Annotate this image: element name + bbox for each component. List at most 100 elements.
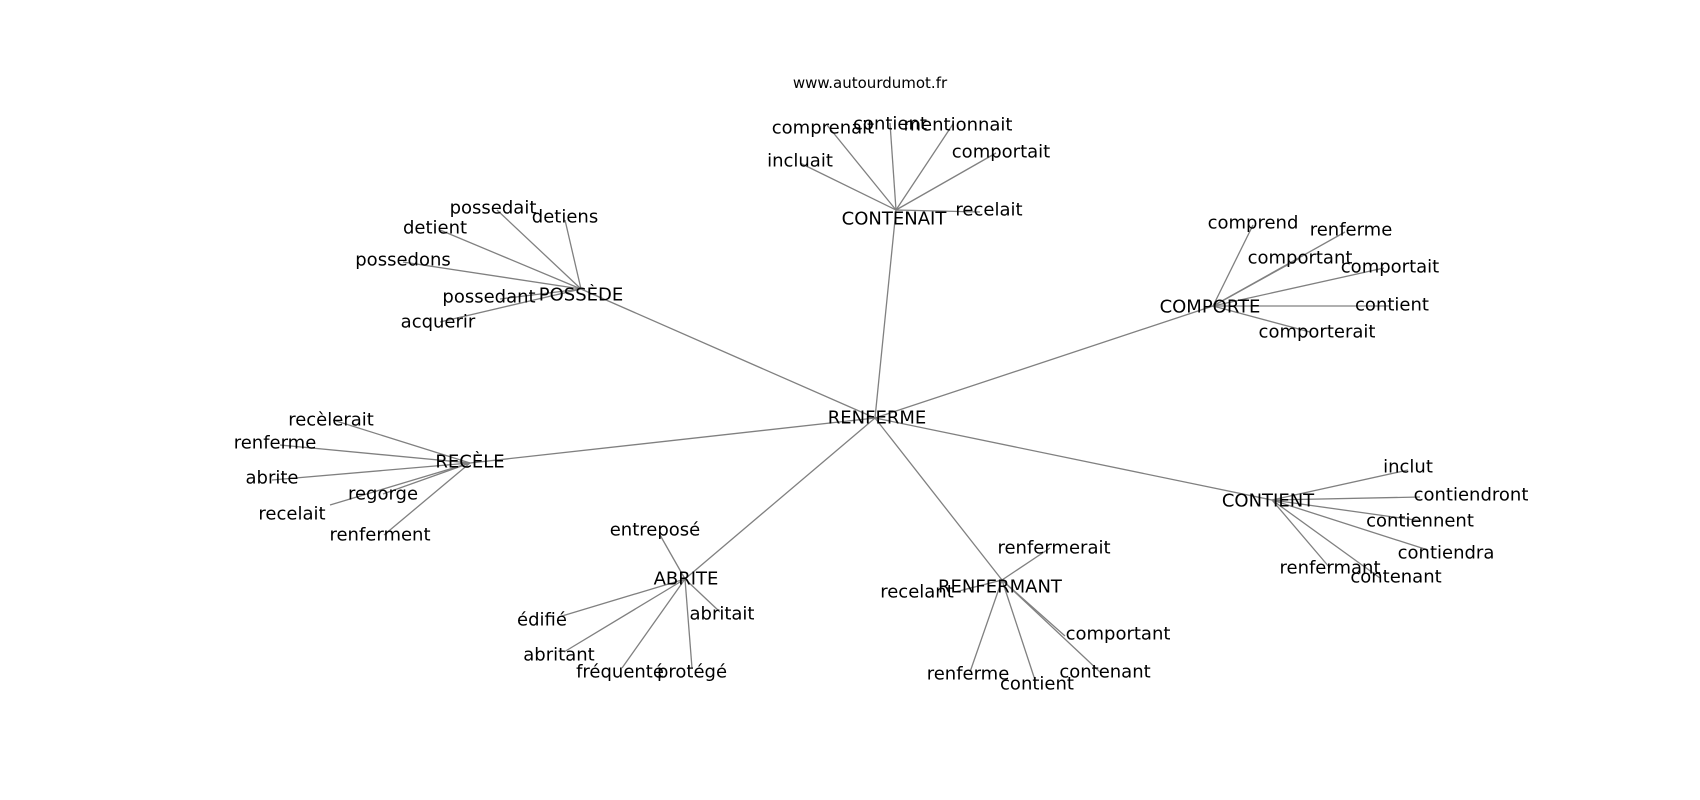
edge-contient-contiennent — [1271, 499, 1423, 522]
hub-node-contenait: CONTENAIT — [842, 209, 948, 230]
leaf-node-abrite-protege: protégé — [657, 662, 727, 683]
center-node: RENFERME — [828, 408, 926, 429]
edge-center-comporte — [874, 305, 1214, 419]
edge-contient-inclut — [1271, 469, 1409, 501]
edge-contenait-incluait — [799, 162, 897, 211]
leaf-node-renfermant-recelant: recelant — [880, 582, 954, 603]
edge-renfermant-renferme — [969, 579, 1003, 673]
edge-possede-possedons — [402, 261, 582, 290]
leaf-node-abrite-abritant: abritant — [523, 645, 594, 666]
leaf-node-comporte-renferme: renferme — [1310, 220, 1393, 241]
edge-renfermant-contenant — [1001, 579, 1101, 673]
edge-comporte-comportait — [1212, 267, 1385, 307]
leaf-node-renfermant-renfermerait: renfermerait — [997, 538, 1110, 559]
leaf-node-recele-recelerait: recèlerait — [288, 410, 374, 431]
edge-recele-recelait — [329, 462, 471, 506]
edge-center-recele — [469, 417, 876, 464]
edge-recele-renferme — [279, 444, 471, 464]
leaf-node-comporte-comprend: comprend — [1208, 213, 1299, 234]
leaf-node-recele-recelait: recelait — [258, 504, 325, 525]
leaf-node-abrite-abritait: abritait — [689, 604, 754, 625]
edge-possede-detient — [439, 229, 582, 290]
edge-abrite-protege — [684, 578, 693, 669]
hub-node-contient: CONTIENT — [1222, 491, 1315, 512]
leaf-node-comporte-comporterait: comporterait — [1259, 322, 1376, 343]
leaf-node-contenait-mentionnait: mentionnait — [904, 115, 1013, 136]
leaf-node-contient-contiendra: contiendra — [1398, 543, 1495, 564]
edge-possede-possedait — [496, 209, 582, 290]
leaf-node-recele-regorge: regorge — [348, 484, 418, 505]
edge-center-contenait — [874, 209, 897, 419]
edge-center-contient — [874, 417, 1273, 501]
edge-comporte-comprend — [1212, 224, 1254, 307]
hub-node-comporte: COMPORTE — [1160, 297, 1261, 318]
graph-labels: comprenaitcontientmentionnaitcomportaiti… — [234, 114, 1529, 695]
leaf-node-recele-renferment: renferment — [329, 525, 430, 546]
edge-possede-detiens — [564, 219, 582, 290]
edge-renfermant-renfermerait — [1001, 547, 1051, 581]
edge-possede-possedant — [499, 288, 582, 300]
leaf-node-contient-inclut: inclut — [1383, 457, 1433, 478]
edge-comporte-comporterait — [1212, 305, 1311, 333]
leaf-node-renfermant-contient: contient — [1000, 674, 1074, 695]
edge-contient-contiendront — [1271, 496, 1421, 501]
leaf-node-contenait-comportait: comportait — [952, 142, 1050, 163]
edge-abrite-frequente — [621, 578, 686, 669]
leaf-node-renfermant-renferme: renferme — [927, 664, 1010, 685]
leaf-node-possede-possedait: possedait — [450, 198, 537, 219]
hub-node-possede: POSSÈDE — [539, 284, 623, 306]
edge-contenait-comprenait — [826, 124, 897, 211]
leaf-node-contient-contenant: contenant — [1350, 567, 1441, 588]
leaf-node-contenait-contient: contient — [853, 114, 927, 135]
hub-node-abrite: ABRITE — [654, 569, 719, 590]
leaf-node-possede-detient: detient — [403, 218, 467, 239]
edge-abrite-edifie — [561, 578, 686, 617]
leaf-node-comporte-contient: contient — [1355, 295, 1429, 316]
site-url: www.autourdumot.fr — [793, 74, 948, 92]
edge-possede-acquerir — [439, 288, 582, 323]
leaf-node-possede-detiens: detiens — [532, 207, 598, 228]
edge-contenait-mentionnait — [895, 123, 954, 211]
edge-abrite-entrepose — [659, 534, 686, 580]
leaf-node-recele-abrite: abrite — [246, 468, 299, 489]
hub-node-renfermant: RENFERMANT — [938, 577, 1063, 598]
edge-contenait-recelait — [895, 209, 981, 213]
hub-node-recele: RECÈLE — [435, 451, 504, 473]
edge-contient-contiendra — [1271, 499, 1429, 551]
edge-contenait-contient — [889, 122, 897, 211]
leaf-node-contient-contiendront: contiendront — [1414, 485, 1529, 506]
leaf-node-comporte-comportait: comportait — [1341, 257, 1439, 278]
edge-center-possede — [580, 288, 876, 419]
leaf-node-contenait-comprenait: comprenait — [772, 118, 874, 139]
leaf-node-renfermant-comportant: comportant — [1066, 624, 1171, 645]
leaf-node-recele-renferme: renferme — [234, 433, 317, 454]
edge-contient-contenant — [1271, 499, 1381, 579]
leaf-node-abrite-frequente: fréquenté — [576, 662, 664, 683]
edge-comporte-comportant — [1212, 257, 1301, 307]
leaf-node-contient-renfermant: renfermant — [1279, 558, 1380, 579]
leaf-node-contenait-recelait: recelait — [955, 200, 1022, 221]
edge-renfermant-recelant — [954, 579, 1003, 593]
edge-abrite-abritait — [684, 578, 721, 613]
leaf-node-possede-acquerir: acquerir — [401, 312, 476, 333]
edge-recele-recelerait — [332, 419, 471, 464]
graph-edges — [271, 122, 1429, 681]
edge-recele-abrite — [271, 462, 471, 481]
leaf-node-renfermant-contenant: contenant — [1059, 662, 1150, 683]
leaf-node-contient-contiennent: contiennent — [1366, 511, 1474, 532]
edge-recele-renferment — [383, 462, 471, 536]
edge-recele-regorge — [382, 462, 471, 495]
leaf-node-comporte-comportant: comportant — [1248, 248, 1353, 269]
leaf-node-possede-possedons: possedons — [355, 250, 451, 271]
leaf-node-abrite-entrepose: entreposé — [610, 520, 701, 541]
leaf-node-abrite-edifie: édifié — [517, 610, 567, 631]
edge-contient-renfermant — [1271, 499, 1331, 569]
edge-renfermant-contient — [1001, 579, 1036, 681]
edge-contenait-comportait — [895, 152, 997, 211]
edge-abrite-abritant — [563, 578, 686, 653]
edge-center-abrite — [684, 417, 876, 580]
leaf-node-contenait-incluait: incluait — [767, 151, 833, 172]
leaf-node-possede-possedant: possedant — [442, 287, 535, 308]
edge-center-renfermant — [874, 417, 1003, 581]
